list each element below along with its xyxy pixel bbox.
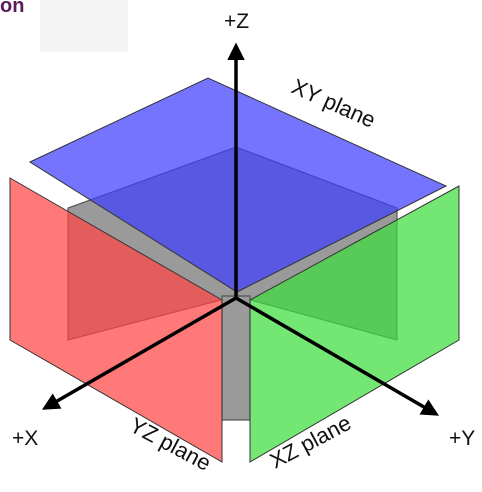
y-axis-label: +Y [449, 427, 475, 450]
y-axis-line [235, 296, 440, 416]
corner-fragment-text: on [0, 0, 24, 17]
corner-panel [40, 0, 128, 52]
cube-edge-vertical [221, 295, 251, 421]
z-axis-label: +Z [224, 10, 249, 33]
x-axis-label: +X [12, 427, 38, 450]
xz-plane [249, 185, 460, 463]
xy-plane [28, 77, 448, 293]
x-axis-line [41, 296, 237, 410]
yz-plane [9, 177, 223, 463]
